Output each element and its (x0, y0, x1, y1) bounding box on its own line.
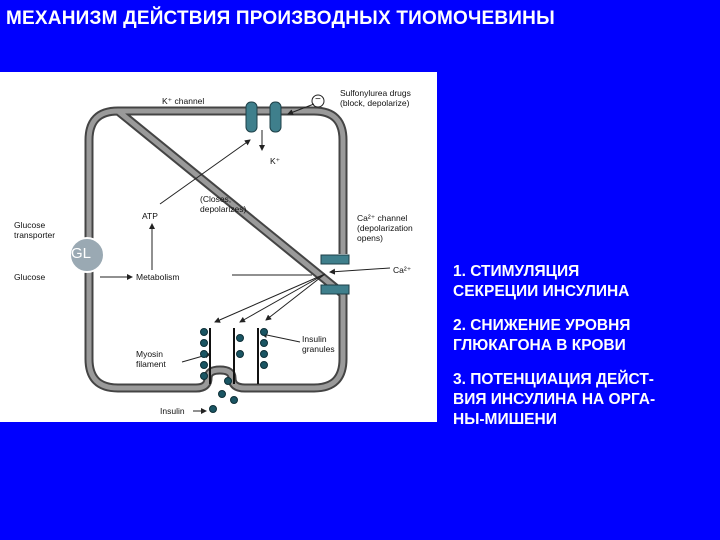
minus-sign: − (315, 94, 321, 105)
effect-item-2: 2. СНИЖЕНИЕ УРОВНЯ ГЛЮКАГОНА В КРОВИ (453, 317, 631, 354)
cell-diagram: K⁺ channel Sulfonylurea drugs (block, de… (0, 72, 437, 422)
k-channel (245, 101, 282, 133)
effects-list: 1. СТИМУЛЯЦИЯ СЕКРЕЦИИ ИНСУЛИНА 2. СНИЖЕ… (453, 262, 715, 444)
insulin-label: Insulin (160, 406, 185, 416)
sulfonylurea-label: Sulfonylurea drugs (block, depolarize) (340, 88, 411, 108)
insulin-granules-label: Insulin granules (302, 334, 335, 354)
ca-channel-label: Ca²⁺ channel (depolarization opens) (357, 213, 413, 243)
slide-title: МЕХАНИЗМ ДЕЙСТВИЯ ПРОИЗВОДНЫХ ТИОМОЧЕВИН… (6, 8, 555, 29)
cell-membrane (84, 106, 348, 393)
myosin-filament-label: Myosin filament (136, 349, 166, 369)
effect-item-1: 1. СТИМУЛЯЦИЯ СЕКРЕЦИИ ИНСУЛИНА (453, 263, 630, 300)
myosin-filaments (209, 328, 259, 384)
metabolism-label: Metabolism (136, 272, 180, 282)
k-channel-label: K⁺ channel (162, 96, 205, 106)
glut-abbrev: GL (71, 245, 92, 262)
ca-channel (320, 254, 350, 295)
glucose-label: Glucose (14, 272, 46, 282)
minus-marker (311, 94, 325, 108)
effect-item-3: 3. ПОТЕНЦИАЦИЯ ДЕЙСТ- ВИЯ ИНСУЛИНА НА ОР… (453, 371, 656, 428)
glucose-transporter-label: Glucose transporter (14, 220, 56, 240)
insulin-granules (200, 328, 268, 413)
atp-label: ATP (142, 211, 158, 221)
closes-label: (Closes, depolarizes) (200, 194, 247, 214)
glut-transporter (69, 237, 105, 273)
ca-ion-label: Ca²⁺ (393, 265, 412, 275)
k-ion-label: K⁺ (270, 156, 281, 166)
cell-diagram-graphic (69, 94, 391, 414)
